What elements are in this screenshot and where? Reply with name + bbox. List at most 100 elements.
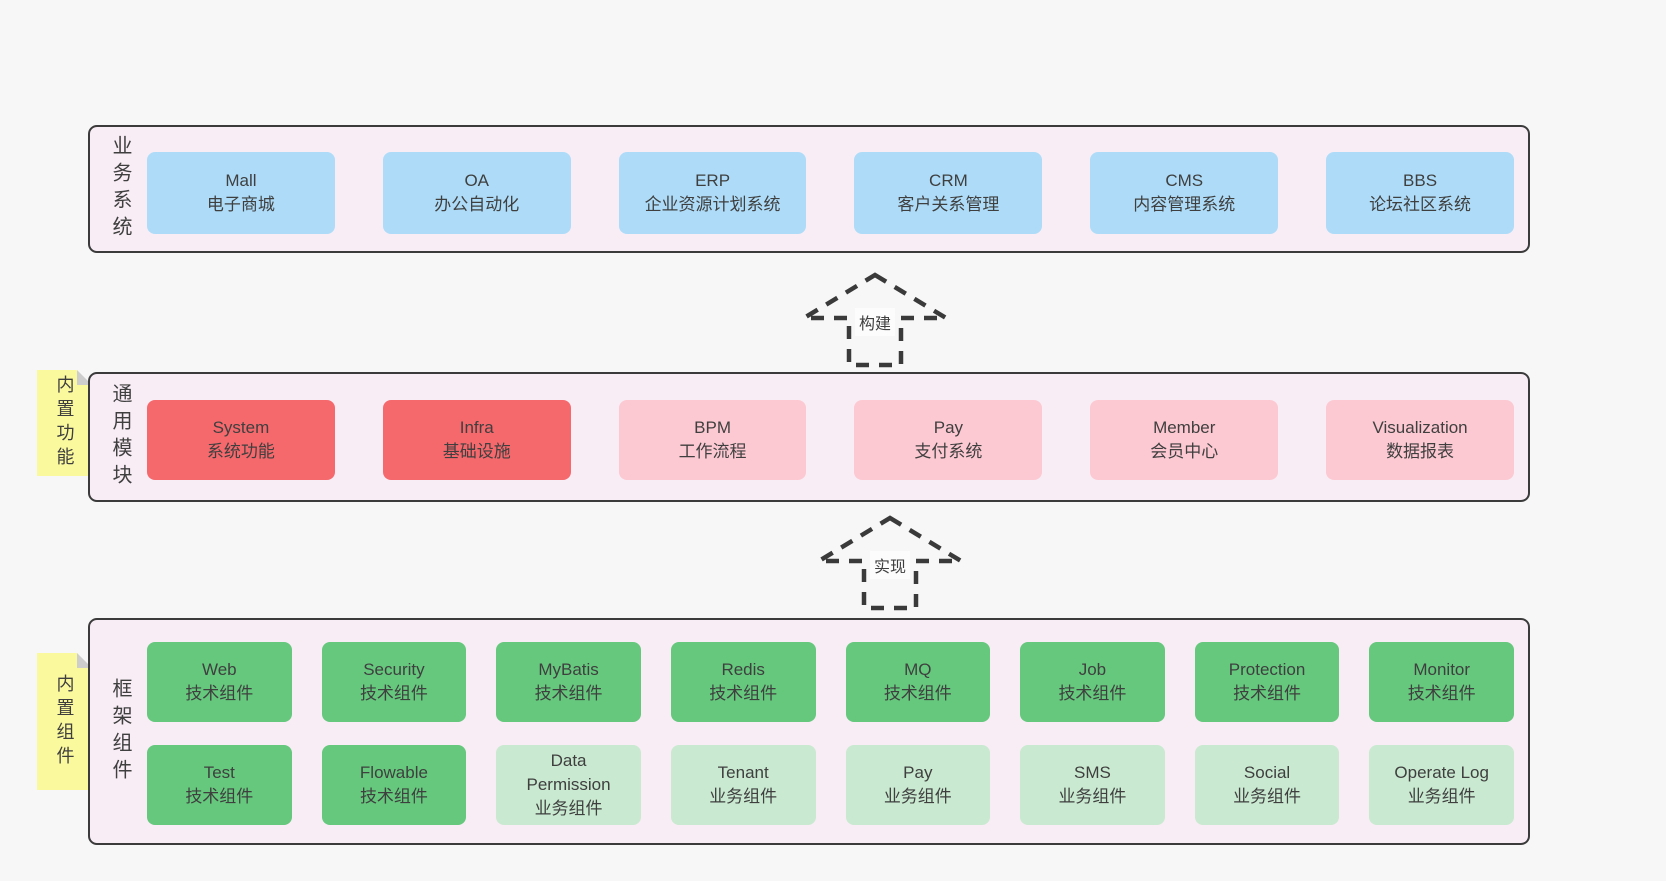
- box-subtitle: 系统功能: [206, 442, 275, 461]
- box-subtitle: 技术组件: [185, 787, 254, 806]
- box-title: Member: [1153, 418, 1216, 437]
- implement-arrow: 实现: [815, 515, 965, 611]
- box-subtitle: 技术组件: [709, 684, 778, 703]
- box-title: Tenant: [717, 763, 769, 782]
- box-title: MQ: [904, 660, 932, 679]
- box-title: Security: [363, 660, 425, 679]
- system-box-cms: CMS 内容管理系统: [1090, 152, 1279, 234]
- box-title: CRM: [929, 171, 968, 190]
- layer-title-common-modules: 通用模块: [109, 383, 131, 491]
- box-title: Monitor: [1413, 660, 1471, 679]
- component-box-monitor: Monitor 技术组件: [1369, 642, 1514, 722]
- box-subtitle: 支付系统: [914, 442, 983, 461]
- box-title: SMS: [1074, 763, 1111, 782]
- build-arrow: 构建: [800, 272, 950, 368]
- system-box-mall: Mall 电子商城: [147, 152, 335, 234]
- box-subtitle: 业务组件: [1407, 787, 1476, 806]
- box-title: Protection: [1228, 660, 1306, 679]
- module-box-visualization: Visualization 数据报表: [1326, 400, 1514, 480]
- component-box-data-permission: Data Permission 业务组件: [496, 745, 641, 825]
- box-subtitle: 技术组件: [883, 684, 952, 703]
- box-subtitle: 数据报表: [1386, 442, 1455, 461]
- up-block-arrow-icon: [815, 515, 965, 611]
- box-subtitle: 办公自动化: [434, 195, 520, 214]
- box-title: Test: [203, 763, 235, 782]
- sticky-note-built-in-components: 内置组件: [37, 653, 92, 790]
- box-title: OA: [464, 171, 490, 190]
- component-box-test: Test 技术组件: [147, 745, 292, 825]
- component-box-security: Security 技术组件: [321, 642, 467, 722]
- box-subtitle: 业务组件: [883, 787, 952, 806]
- component-box-mybatis: MyBatis 技术组件: [496, 642, 641, 722]
- box-title: ERP: [695, 171, 731, 190]
- box-subtitle: 业务组件: [709, 787, 778, 806]
- build-arrow-label: 构建: [854, 307, 896, 336]
- system-box-bbs: BBS 论坛社区系统: [1326, 152, 1514, 234]
- business-systems-boxes: Mall 电子商城 OA 办公自动化 ERP 企业资源计划系统 CRM 客户关系…: [147, 152, 1514, 234]
- box-title: BPM: [694, 418, 731, 437]
- component-box-job: Job 技术组件: [1020, 642, 1165, 722]
- box-subtitle: 技术组件: [1407, 684, 1476, 703]
- sticky-note-label: 内置组件: [54, 673, 75, 770]
- business-systems-layer: 业务系统 Mall 电子商城 OA 办公自动化 ERP 企业资源计划系统 CRM…: [88, 125, 1530, 253]
- up-block-arrow-icon: [800, 272, 950, 368]
- box-subtitle: 工作流程: [678, 442, 747, 461]
- box-title: Visualization: [1372, 418, 1468, 437]
- framework-components-boxes: Web 技术组件 Security 技术组件 MyBatis 技术组件 Redi…: [147, 642, 1514, 825]
- box-title: CMS: [1165, 171, 1204, 190]
- layer-title-framework-components: 框架组件: [109, 677, 131, 786]
- box-title: Data Permission: [526, 751, 611, 794]
- module-box-pay: Pay 支付系统: [854, 400, 1043, 480]
- sticky-note-label: 内置功能: [54, 375, 75, 471]
- box-title: System: [212, 418, 270, 437]
- sticky-note-built-in-features: 内置功能: [37, 370, 92, 476]
- box-subtitle: 业务组件: [534, 799, 603, 818]
- common-modules-boxes: System 系统功能 Infra 基础设施 BPM 工作流程 Pay 支付系统…: [147, 400, 1514, 480]
- box-title: Pay: [903, 763, 933, 782]
- box-subtitle: 电子商城: [206, 195, 275, 214]
- system-box-oa: OA 办公自动化: [382, 152, 571, 234]
- box-subtitle: 论坛社区系统: [1369, 195, 1472, 214]
- box-subtitle: 技术组件: [359, 684, 428, 703]
- component-box-redis: Redis 技术组件: [670, 642, 816, 722]
- box-subtitle: 内容管理系统: [1133, 195, 1236, 214]
- component-box-tenant: Tenant 业务组件: [670, 745, 816, 825]
- box-title: Job: [1078, 660, 1107, 679]
- box-title: Redis: [721, 660, 765, 679]
- common-modules-layer: 通用模块 System 系统功能 Infra 基础设施 BPM 工作流程 Pay…: [88, 372, 1530, 502]
- component-box-mq: MQ 技术组件: [845, 642, 991, 722]
- component-box-operate-log: Operate Log 业务组件: [1369, 745, 1514, 825]
- module-box-infra: Infra 基础设施: [382, 400, 571, 480]
- component-box-social: Social 业务组件: [1194, 745, 1340, 825]
- system-box-crm: CRM 客户关系管理: [854, 152, 1043, 234]
- box-title: Operate Log: [1394, 763, 1489, 782]
- component-box-sms: SMS 业务组件: [1020, 745, 1165, 825]
- box-title: Mall: [225, 171, 257, 190]
- component-box-web: Web 技术组件: [147, 642, 292, 722]
- box-subtitle: 客户关系管理: [897, 195, 1000, 214]
- component-box-pay: Pay 业务组件: [845, 745, 991, 825]
- box-title: Flowable: [359, 763, 428, 782]
- box-subtitle: 业务组件: [1058, 787, 1127, 806]
- module-box-member: Member 会员中心: [1090, 400, 1279, 480]
- box-subtitle: 基础设施: [442, 442, 511, 461]
- component-box-protection: Protection 技术组件: [1194, 642, 1340, 722]
- box-title: Social: [1243, 763, 1291, 782]
- framework-components-layer: 框架组件 Web 技术组件 Security 技术组件 MyBatis 技术组件…: [88, 618, 1530, 845]
- box-title: Web: [201, 660, 237, 679]
- box-subtitle: 会员中心: [1150, 442, 1219, 461]
- box-subtitle: 技术组件: [1058, 684, 1127, 703]
- box-title: Infra: [459, 418, 494, 437]
- module-box-system: System 系统功能: [147, 400, 335, 480]
- box-subtitle: 技术组件: [185, 684, 254, 703]
- system-box-erp: ERP 企业资源计划系统: [618, 152, 807, 234]
- module-box-bpm: BPM 工作流程: [618, 400, 807, 480]
- box-subtitle: 业务组件: [1233, 787, 1302, 806]
- box-title: Pay: [933, 418, 964, 437]
- component-box-flowable: Flowable 技术组件: [321, 745, 467, 825]
- box-subtitle: 技术组件: [359, 787, 428, 806]
- box-subtitle: 技术组件: [1233, 684, 1302, 703]
- box-subtitle: 企业资源计划系统: [644, 195, 781, 214]
- layer-title-business-systems: 业务系统: [109, 135, 131, 243]
